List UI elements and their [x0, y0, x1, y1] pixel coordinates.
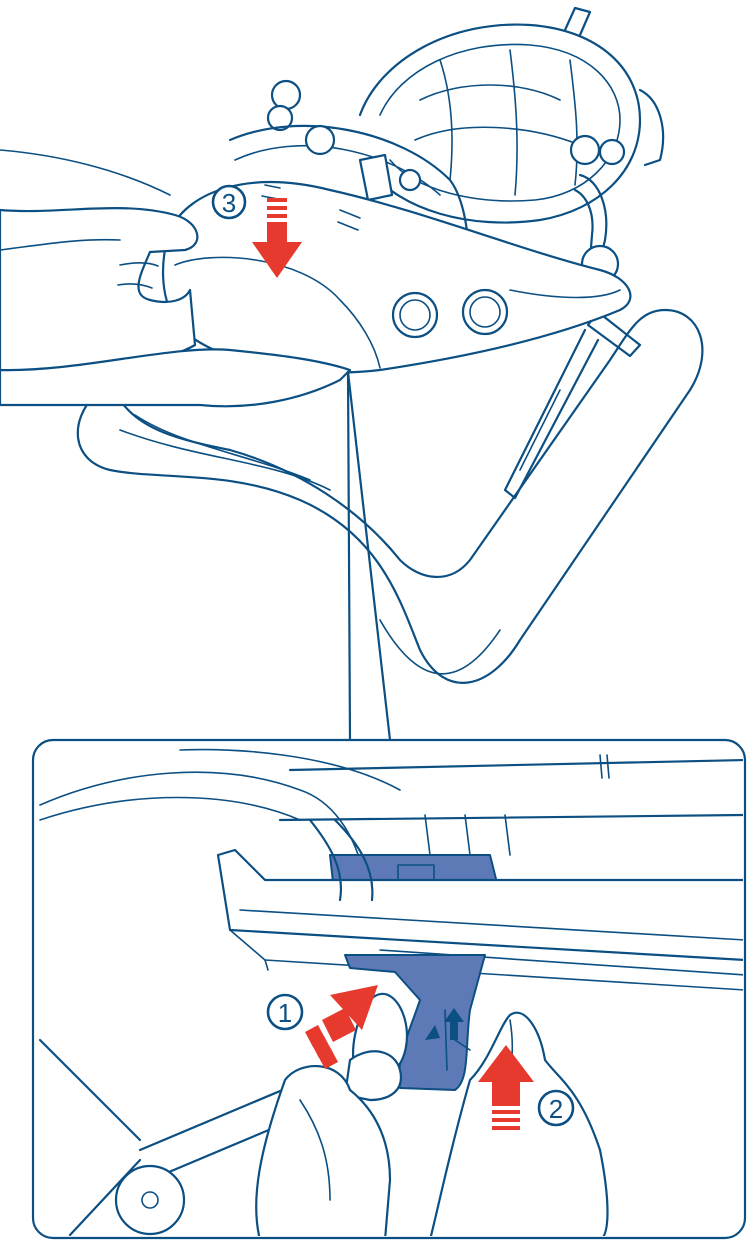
step-2-label: 2 — [549, 1094, 563, 1124]
red-arrow-icon — [478, 1045, 534, 1130]
callout-line — [346, 370, 392, 742]
step-3-marker: 3 — [211, 184, 247, 220]
step-2-marker: 2 — [537, 1089, 575, 1127]
small-up-arrow-icon — [425, 1008, 464, 1040]
red-arrow-icon — [252, 198, 302, 278]
callout-line — [346, 370, 352, 742]
step-1-marker: 1 — [266, 993, 304, 1031]
detail-panel: 1 2 — [31, 738, 747, 1240]
red-arrow-icon — [305, 985, 378, 1069]
step-3-label: 3 — [222, 188, 236, 218]
step-1-label: 1 — [278, 998, 292, 1028]
activity-seat-illustration: 3 — [0, 6, 704, 684]
